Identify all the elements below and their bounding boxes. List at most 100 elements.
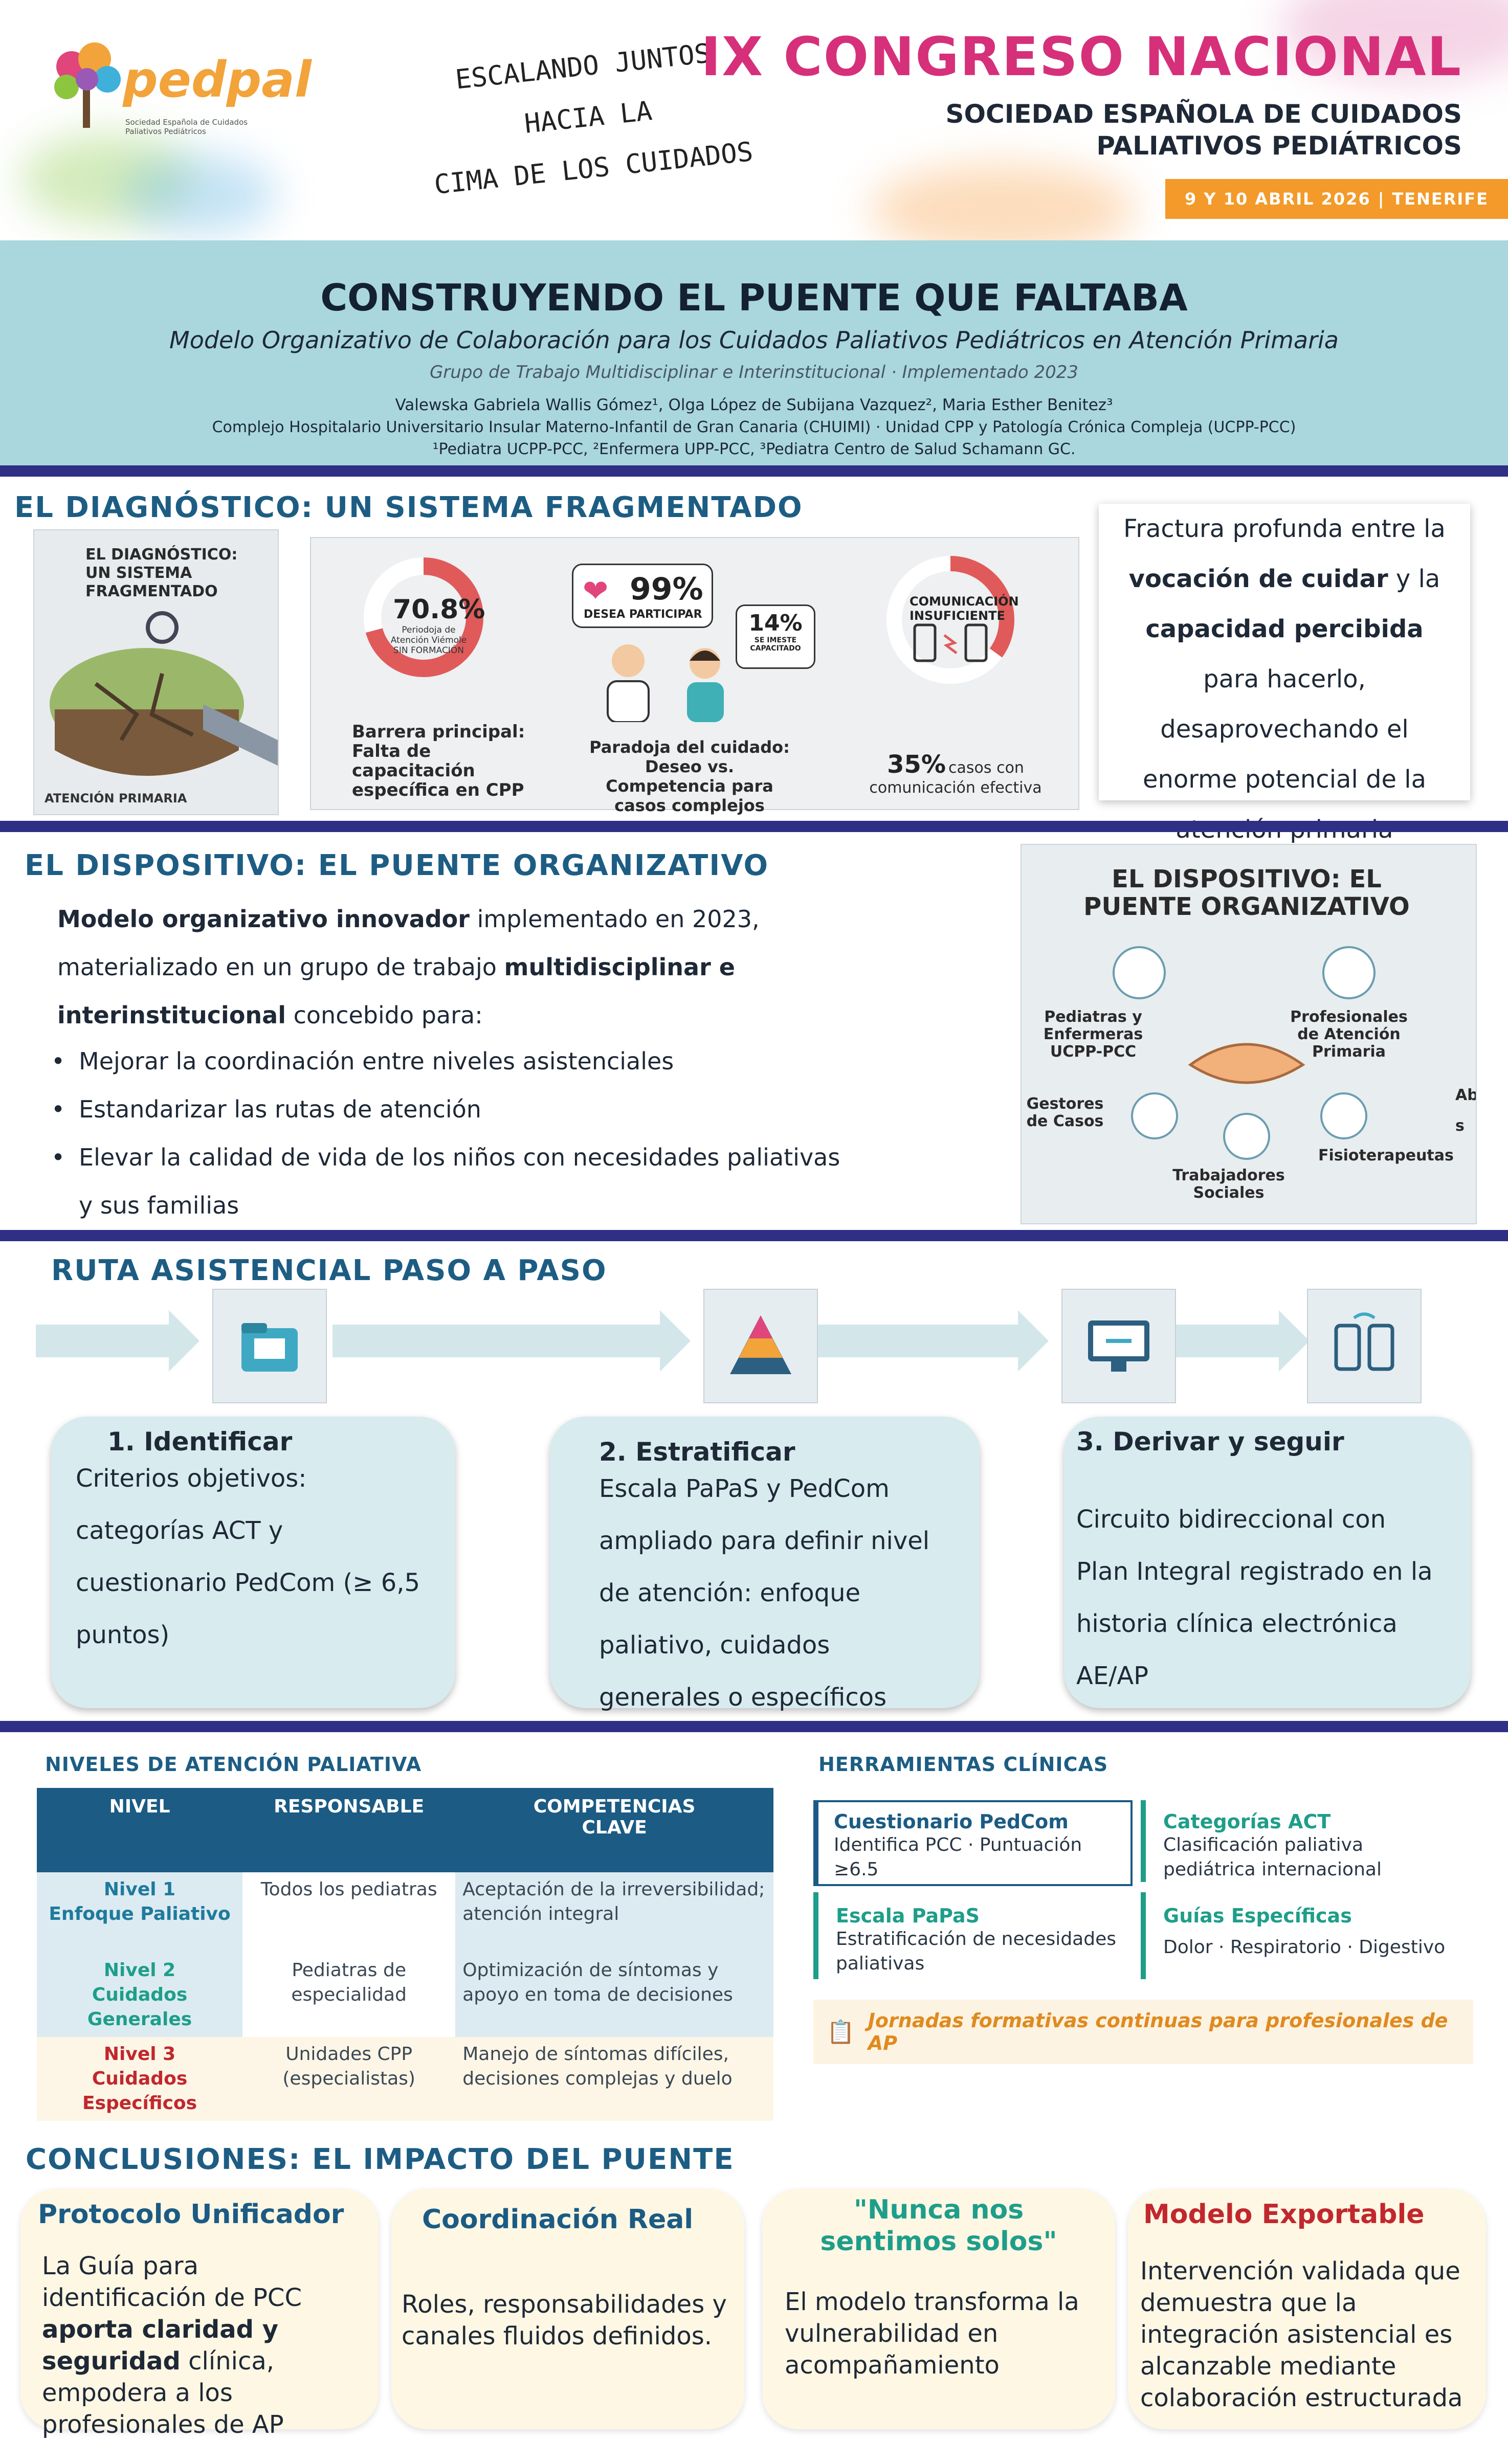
- conclusion-title: Protocolo Unificador: [38, 2199, 344, 2230]
- congress-title: IX CONGRESO NACIONAL: [701, 26, 1462, 88]
- poster-header: pedpal Sociedad Española de Cuidados Pal…: [0, 0, 1508, 240]
- heart-icon: ❤: [583, 573, 609, 609]
- training-banner: 📋 Jornadas formativas continuas para pro…: [813, 2000, 1473, 2064]
- society-line-2: PALIATIVOS PEDIÁTRICOS: [1096, 131, 1462, 161]
- section-divider: [0, 1230, 1508, 1241]
- col-header-responsable: RESPONSABLE: [242, 1788, 456, 1872]
- handshake-icon: [1113, 946, 1376, 1160]
- stat-35-value: 35%: [887, 750, 946, 779]
- responsible-cell: Todos los pediatras: [242, 1872, 456, 1953]
- stat-70-value: 70.8%: [393, 594, 485, 625]
- quote-bold-1: vocación de cuidar: [1128, 565, 1388, 593]
- poster-tagline: Grupo de Trabajo Multidisciplinar e Inte…: [429, 362, 1079, 383]
- bullet-text: Elevar la calidad de vida de los niños c…: [79, 1144, 840, 1219]
- paradox-caption: Paradoja del cuidado: Deseo vs. Competen…: [589, 737, 790, 815]
- conclusion-card-solos: "Nunca nos sentimos solos" El modelo tra…: [762, 2189, 1115, 2429]
- stat-35-block: 35% casos con comunicación efectiva: [853, 750, 1058, 797]
- diagnostic-quote-card: Fractura profunda entre la vocación de c…: [1099, 504, 1470, 844]
- level-cell: Nivel 1 Enfoque Paliativo: [37, 1872, 243, 1953]
- logo-subtitle: Sociedad Española de Cuidados Paliativos…: [125, 118, 248, 136]
- col-header-nivel: NIVEL: [37, 1788, 243, 1872]
- date-bar: 9 Y 10 ABRIL 2026 | TENERIFE: [1165, 179, 1508, 219]
- role-label-cut: Ab s: [1455, 1086, 1476, 1135]
- col-header-competencias: COMPETENCIAS CLAVE: [455, 1788, 773, 1872]
- bullet-text: Mejorar la coordinación entre niveles as…: [79, 1047, 674, 1075]
- dispositivo-bullets: •Mejorar la coordinación entre niveles a…: [51, 1037, 859, 1229]
- stat-14-label: SE IMESTE CAPACITADO: [750, 636, 801, 653]
- training-banner-text: Jornadas formativas continuas para profe…: [868, 2009, 1448, 2054]
- authors: Valewska Gabriela Wallis Gómez¹, Olga Ló…: [395, 396, 1113, 414]
- responsible-cell: Pediatras de especialidad: [242, 1953, 456, 2037]
- conclusion-body: El modelo transforma la vulnerabilidad e…: [785, 2288, 1079, 2380]
- bullet-item: •Mejorar la coordinación entre niveles a…: [51, 1037, 859, 1085]
- step-body: Criterios objetivos: categorías ACT y cu…: [76, 1464, 420, 1649]
- congress-block: IX CONGRESO NACIONAL SOCIEDAD ESPAÑOLA D…: [701, 26, 1462, 162]
- stat-70-label: Periodoja de Atención Viémole SIN FORMAC…: [390, 625, 467, 656]
- diagnostico-heading: EL DIAGNÓSTICO: UN SISTEMA FRAGMENTADO: [14, 491, 803, 524]
- doctors-icon: [607, 644, 724, 722]
- intro-bold-1: Modelo organizativo innovador: [57, 905, 470, 933]
- step-body: Circuito bidireccional con Plan Integral…: [1076, 1505, 1433, 1690]
- conclusion-card-coordinacion: Coordinación Real Roles, responsabilidad…: [391, 2189, 744, 2429]
- step-card-derivar: 3. Derivar y seguir Circuito bidireccion…: [1064, 1417, 1471, 1708]
- herramientas-heading: HERRAMIENTAS CLÍNICAS: [818, 1753, 1108, 1776]
- conclusion-card-exportable: Modelo Exportable Intervención validada …: [1128, 2189, 1486, 2429]
- institution: Complejo Hospitalario Universitario Insu…: [212, 418, 1296, 436]
- communication-donut-icon: [886, 556, 1014, 684]
- section-divider: [0, 1721, 1508, 1732]
- society-logo: pedpal Sociedad Española de Cuidados Pal…: [36, 31, 312, 143]
- conclusion-title: "Nunca nos sentimos solos": [820, 2194, 1057, 2257]
- folder-icon: [212, 1289, 327, 1403]
- diagnostic-stats-infographic: 70.8% Periodoja de Atención Viémole SIN …: [310, 537, 1079, 815]
- tool-body: Identifica PCC · Puntuación ≥6.5: [834, 1834, 1082, 1880]
- role-label-trabajadores: Trabajadores Sociales: [1172, 1167, 1285, 1202]
- tool-body: Dolor · Respiratorio · Digestivo: [1163, 1937, 1446, 1958]
- tool-title: Cuestionario PedCom: [834, 1810, 1069, 1833]
- quote-bold-2: capacidad percibida: [1145, 615, 1424, 643]
- speech-bubble-99: ❤ 99% DESEA PARTICIPAR: [572, 564, 713, 628]
- bullet-item: •Elevar la calidad de vida de los niños …: [51, 1133, 859, 1229]
- conclusion-body: Roles, responsabilidades y canales fluid…: [402, 2290, 727, 2350]
- illustration-title: EL DIAGNÓSTICO: UN SISTEMA FRAGMENTADO: [85, 546, 238, 600]
- poster-subtitle: Modelo Organizativo de Colaboración para…: [169, 326, 1339, 354]
- competencies-cell: Optimización de síntomas y apoyo en toma…: [455, 1953, 773, 2037]
- responsible-cell: Unidades CPP (especialistas): [242, 2037, 456, 2121]
- stat-70-caption: Barrera principal: Falta de capacitación…: [352, 722, 525, 800]
- event-date: 9 Y 10 ABRIL 2026: [1185, 189, 1371, 209]
- ruta-heading: RUTA ASISTENCIAL PASO A PASO: [51, 1254, 607, 1287]
- role-label-fisioterapeutas: Fisioterapeutas: [1318, 1147, 1454, 1164]
- levels-table: NIVEL RESPONSABLE COMPETENCIAS CLAVE Niv…: [37, 1788, 773, 2121]
- step-card-identificar: 1. Identificar Criterios objetivos: cate…: [51, 1417, 455, 1708]
- speech-bubble-14: 14% SE IMESTE CAPACITADO: [736, 604, 815, 669]
- conclusion-body: Intervención validada que demuestra que …: [1140, 2257, 1463, 2412]
- competencies-cell: Aceptación de la irreversibilidad; atenc…: [455, 1872, 773, 1953]
- clipboard-icon: 📋: [827, 2019, 855, 2045]
- conclusion-body-text: La Guía para identificación de PCC: [42, 2252, 302, 2312]
- society-line-1: SOCIEDAD ESPAÑOLA DE CUIDADOS: [945, 99, 1462, 129]
- fragmented-system-illustration: EL DIAGNÓSTICO: UN SISTEMA FRAGMENTADO A…: [33, 529, 279, 815]
- tool-title: Guías Específicas: [1163, 1905, 1352, 1927]
- section-divider: [0, 465, 1508, 477]
- quote-text-1: Fractura profunda entre la: [1123, 514, 1446, 543]
- communication-label: COMUNICACIÓN INSUFICIENTE: [910, 594, 1019, 623]
- role-label-atencion-primaria: Profesionales de Atención Primaria: [1290, 1008, 1408, 1061]
- affiliations: ¹Pediatra UCPP-PCC, ²Enfermera UPP-PCC, …: [432, 440, 1076, 458]
- dispositivo-heading: EL DISPOSITIVO: EL PUENTE ORGANIZATIVO: [25, 849, 769, 882]
- poster-title: CONSTRUYENDO EL PUENTE QUE FALTABA: [320, 276, 1188, 319]
- tool-title: Escala PaPaS: [836, 1905, 980, 1927]
- organizational-bridge-illustration: EL DISPOSITIVO: EL PUENTE ORGANIZATIVO P…: [1021, 844, 1477, 1224]
- tool-papas: Escala PaPaS Estratificación de necesida…: [813, 1892, 1130, 1979]
- tool-guias: Guías Específicas Dolor · Respiratorio ·…: [1141, 1892, 1473, 1979]
- conclusion-title: Modelo Exportable: [1143, 2199, 1425, 2230]
- tool-pedcom: Cuestionario PedCom Identifica PCC · Pun…: [813, 1800, 1133, 1886]
- conclusion-title: Coordinación Real: [422, 2204, 694, 2235]
- competencies-cell: Manejo de síntomas difíciles, decisiones…: [455, 2037, 773, 2121]
- tool-body: Clasificación paliativa pediátrica inter…: [1163, 1834, 1382, 1880]
- step-card-estratificar: 2. Estratificar Escala PaPaS y PedCom am…: [550, 1417, 980, 1712]
- conclusion-card-protocolo: Protocolo Unificador La Guía para identi…: [20, 2189, 379, 2439]
- table-header-row: NIVEL RESPONSABLE COMPETENCIAS CLAVE: [37, 1788, 773, 1872]
- step-title: 2. Estratificar: [599, 1437, 795, 1467]
- tool-title: Categorías ACT: [1163, 1810, 1331, 1833]
- intro-text-2: concebido para:: [285, 1001, 483, 1029]
